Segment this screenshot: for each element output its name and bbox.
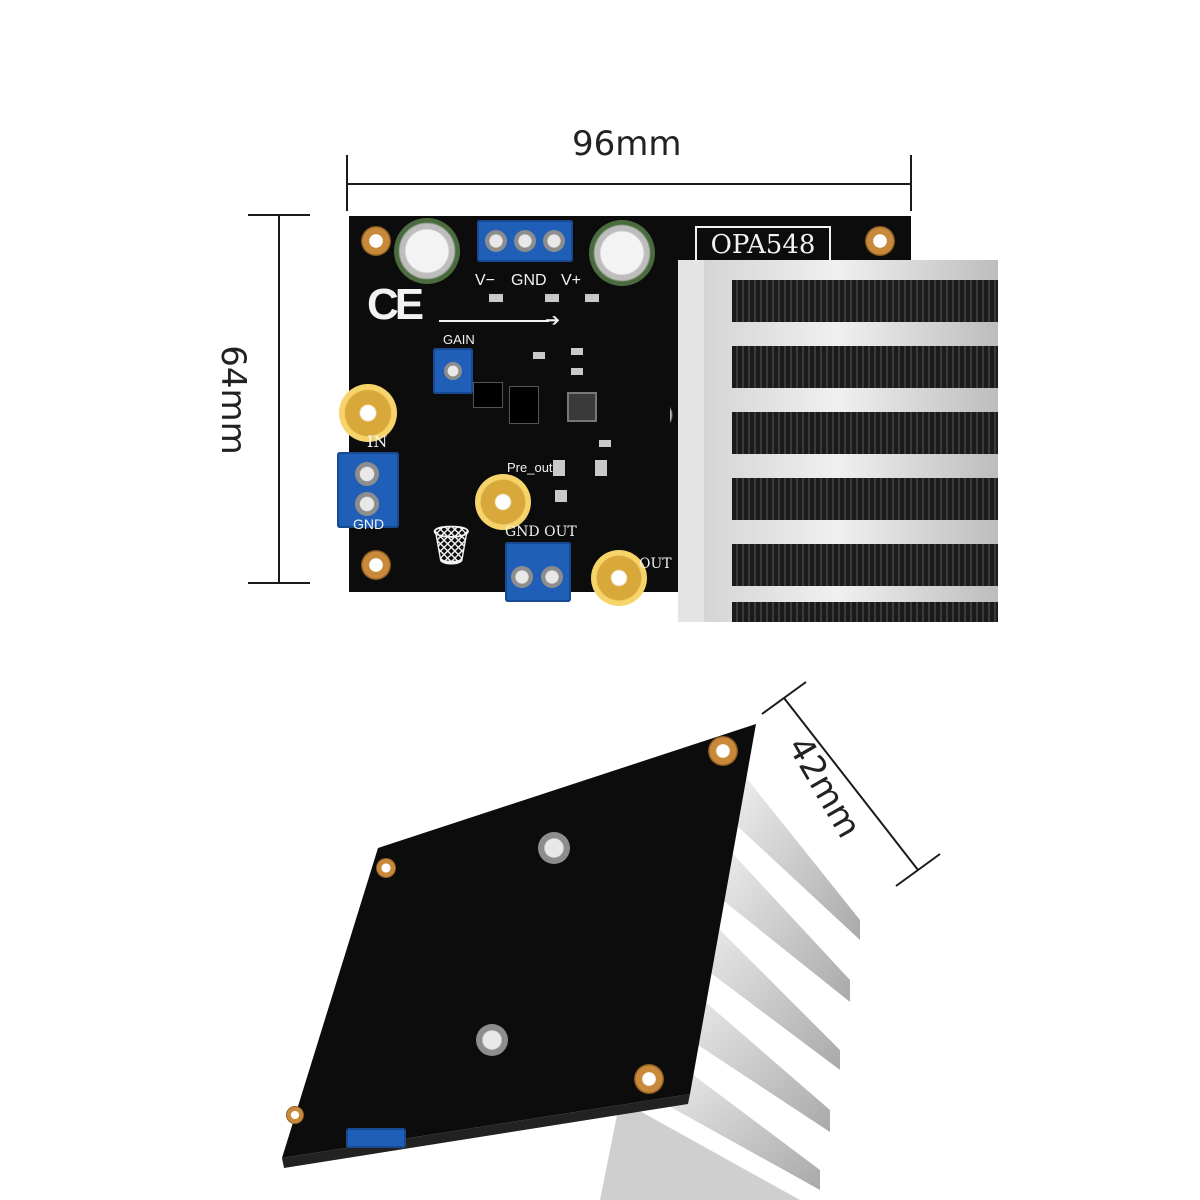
in-label: IN [367,432,388,451]
weee-bin-icon: 🗑 [427,525,476,567]
width-dimension-line [346,183,912,185]
mounting-hole-bottom-left [361,550,391,580]
arrow-head-icon: ➔ [545,310,561,330]
mounting-hole-top-left [361,226,391,256]
height-dimension-line [278,215,280,583]
screw-icon [511,566,533,588]
signal-arrow [439,320,549,322]
pcb-board-bottom [282,724,756,1168]
screw-icon [543,230,565,252]
gnd-label: GND [353,516,385,532]
mounting-hole-icon [286,1106,304,1124]
heatsink-top [670,260,998,622]
gain-label: GAIN [443,332,475,347]
smd-component [489,294,503,302]
mounting-hole-icon [634,1064,664,1094]
smd-component [553,460,565,476]
width-tick-left [346,155,348,211]
smd-component [545,294,559,302]
smd-component [585,294,599,302]
gain-potentiometer [433,348,473,394]
label-gnd-power: GND [511,272,547,289]
label-v-plus: V+ [561,272,582,289]
mounting-hole-top-right [865,226,895,256]
bottom-view: 42mm [0,640,1200,1200]
screw-head-icon [538,832,570,864]
screw-icon [514,230,536,252]
screw-icon [355,462,379,486]
width-dimension-label: 96mm [572,124,682,164]
screw-head-icon [476,1024,508,1056]
mounting-hole-icon [376,858,396,878]
regulator-chip [509,386,539,424]
model-label: OPA548 [695,226,831,264]
screw-icon [355,492,379,516]
smd-component [571,368,583,375]
screw-icon [541,566,563,588]
depth-dimension [761,681,941,887]
capacitor-right [589,220,655,286]
label-v-minus: V− [475,272,496,289]
smd-component [533,352,545,359]
capacitor-left [394,218,460,284]
out-label: OUT [639,556,672,572]
pre-out-label: Pre_out [507,460,553,475]
screw-icon [444,362,462,380]
ce-mark: CE [367,280,424,329]
sma-connector-pre-out [475,474,531,530]
height-tick-top [248,214,310,216]
smd-component [599,440,611,447]
op-amp-chip [473,382,503,408]
inductor [567,392,597,422]
mounting-hole-icon [708,736,738,766]
input-terminal-block [337,452,399,528]
smd-component [595,460,607,476]
smd-component [571,348,583,355]
sma-connector-in [339,384,397,442]
power-terminal-block [477,220,573,262]
sma-connector-out [591,550,647,606]
height-tick-bottom [248,582,310,584]
screw-icon [485,230,507,252]
smd-component [555,490,567,502]
output-terminal-block [505,542,571,602]
height-dimension-label: 64mm [212,345,253,455]
gnd-out-label: GND OUT [505,524,577,540]
width-tick-right [910,155,912,211]
top-view: 96mm 64mm V− GND V+ OPA548 CE ➔ GAIN [212,124,998,622]
terminal-edge-bottom [346,1128,406,1148]
